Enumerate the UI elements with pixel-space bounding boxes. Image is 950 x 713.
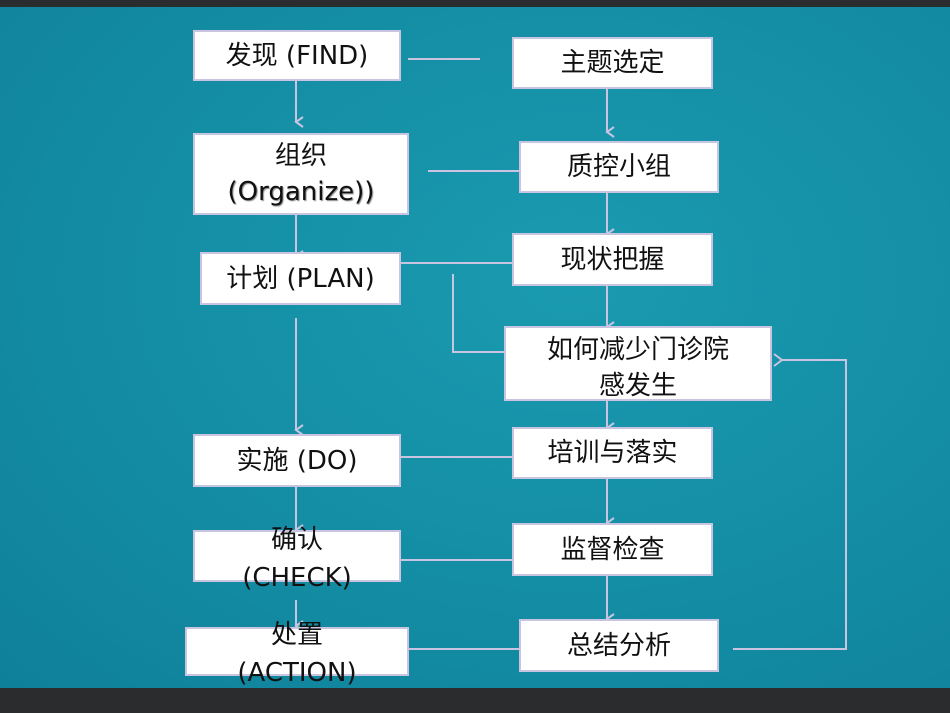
step-label: 计划 (PLAN): [226, 263, 375, 294]
step-label: 实施 (DO): [236, 445, 358, 476]
step-do: 实施 (DO): [193, 434, 401, 487]
task-qc-team: 质控小组: [519, 141, 719, 193]
task-label: 主题选定: [560, 48, 665, 78]
task-label: 培训与落实: [547, 438, 678, 468]
step-organize: 组织 (Organize)): [193, 133, 409, 215]
step-action: 处置 (ACTION): [185, 620, 409, 688]
task-label: 现状把握: [560, 244, 665, 275]
bottom-bar: [0, 688, 950, 713]
step-label: 发现 (FIND): [225, 40, 369, 71]
task-supervision: 监督检查: [512, 523, 713, 576]
step-check: 确认 (CHECK): [193, 525, 401, 593]
link-plan-goal: [452, 274, 504, 353]
task-goal: 如何减少门诊院感发生: [504, 326, 772, 401]
top-bar: [0, 0, 950, 7]
task-summary: 总结分析: [519, 619, 719, 672]
step-plan: 计划 (PLAN): [200, 252, 401, 305]
task-label: 质控小组: [566, 152, 671, 182]
slide-background: [0, 7, 950, 688]
task-training: 培训与落实: [512, 427, 713, 479]
task-label: 总结分析: [566, 630, 671, 661]
feedback-loop-arrow: [733, 353, 847, 650]
step-label-en: (CHECK): [242, 563, 352, 593]
step-label-en: (ACTION): [237, 657, 357, 688]
step-label-en: (Organize)): [227, 177, 375, 207]
task-label: 监督检查: [560, 534, 665, 565]
step-label: 处置: [270, 619, 323, 650]
task-topic-selection: 主题选定: [512, 37, 713, 89]
step-label: 组织: [274, 141, 327, 171]
step-label: 确认: [270, 525, 323, 555]
task-label-2: 感发生: [598, 370, 677, 401]
task-label: 如何减少门诊院: [546, 334, 729, 365]
task-status-analysis: 现状把握: [512, 233, 713, 286]
step-find: 发现 (FIND): [193, 30, 401, 81]
